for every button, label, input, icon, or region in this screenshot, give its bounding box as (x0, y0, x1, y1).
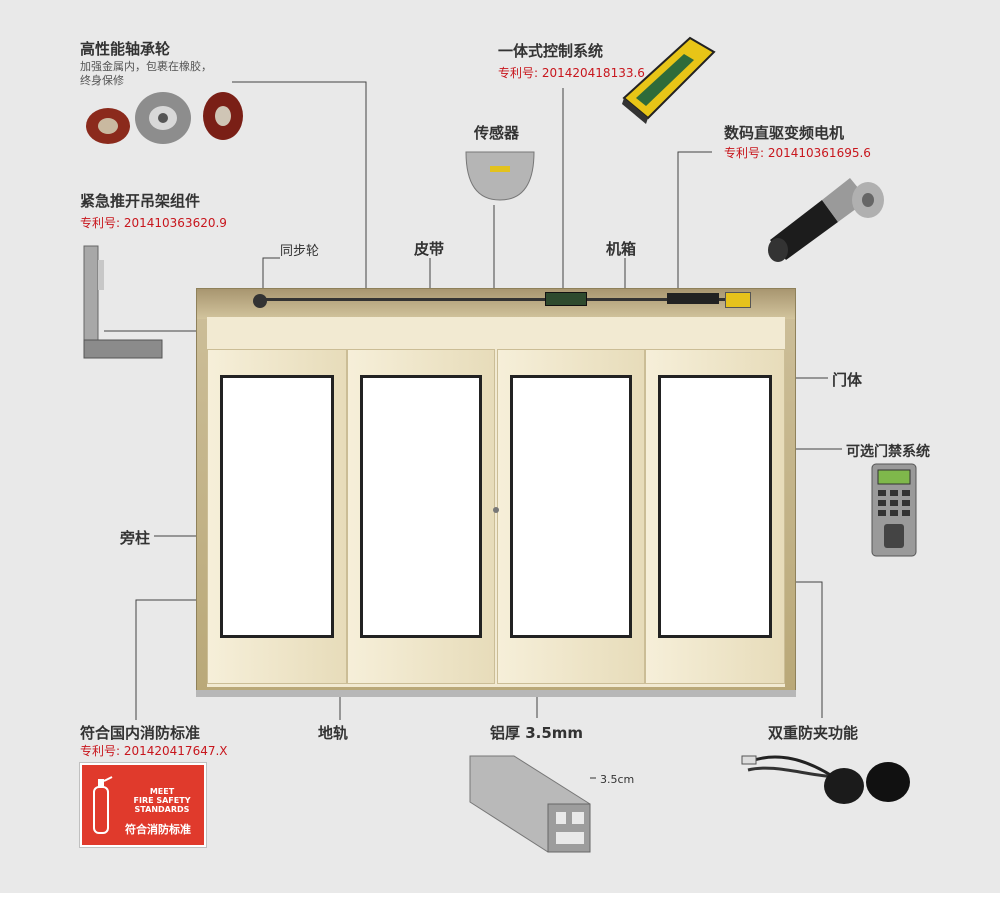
door-panel-left-fixed (207, 349, 347, 684)
side-post-label: 旁柱 (120, 529, 151, 547)
door-frame (196, 288, 796, 696)
bearing-title: 高性能轴承轮 (80, 40, 171, 58)
fire-extinguisher-icon (93, 776, 113, 834)
leader-sync (262, 257, 280, 300)
sync-wheel-label: 同步轮 (280, 244, 320, 259)
aluminum-profile-image (469, 755, 596, 853)
box-label: 机箱 (606, 240, 637, 258)
leader-antipinch (792, 581, 823, 718)
hanger-patent: 专利号: 201410363620.9 (80, 216, 227, 230)
fire-title: 符合国内消防标准 (80, 724, 201, 742)
belt-rail (257, 298, 737, 301)
door-panel-left-sliding (347, 349, 495, 684)
door-opening (207, 317, 785, 687)
glass-pane (658, 375, 772, 638)
fire-safety-sign: MEET FIRE SAFETY STANDARDS 符合消防标准 (80, 763, 206, 847)
glass-pane (510, 375, 632, 638)
anti-pinch-sensor-image (741, 755, 910, 804)
glass-pane (360, 375, 482, 638)
leader-motor (677, 151, 712, 295)
sign-line-1: MEET (149, 787, 175, 796)
access-control-image (871, 463, 917, 557)
header-beam (197, 289, 795, 319)
door-panel-right-sliding (497, 349, 645, 684)
glass-pane (220, 375, 334, 638)
sync-wheel-part (253, 294, 267, 308)
diagram-canvas: 高性能轴承轮 加强金属内，包裹在橡胶， 终身保修 一体式控制系统 专利号: 20… (0, 0, 1000, 893)
sign-cn: 符合消防标准 (125, 823, 191, 836)
yellow-module (725, 292, 751, 308)
leader-bearing (232, 81, 367, 318)
door-body-label: 门体 (832, 371, 863, 389)
page-bottom (0, 893, 1000, 912)
access-control-label: 可选门禁系统 (846, 444, 930, 460)
sign-line-3: STANDARDS (134, 805, 190, 814)
controller-image (622, 36, 716, 124)
ground-rail (196, 690, 796, 697)
sign-line-2: FIRE SAFETY (133, 796, 191, 805)
anti-pinch-label: 双重防夹功能 (768, 724, 859, 742)
ground-rail-label: 地轨 (318, 724, 349, 742)
bearing-wheel-image (86, 92, 243, 144)
profile-dimension: 3.5cm (600, 773, 635, 786)
motor-title: 数码直驱变频电机 (724, 124, 845, 142)
controller-part (545, 292, 587, 306)
hanger-image (83, 245, 163, 359)
belt-label: 皮带 (414, 240, 445, 258)
motor-patent: 专利号: 201410361695.6 (724, 146, 871, 160)
bearing-desc-1: 加强金属内，包裹在橡胶， (80, 60, 212, 73)
controller-patent: 专利号: 201420418133.6 (498, 66, 645, 80)
sensor-image (465, 151, 535, 201)
motor-part (667, 293, 719, 304)
fire-patent: 专利号: 201420417647.X (80, 744, 228, 758)
door-handle (493, 507, 499, 513)
motor-image (768, 178, 884, 262)
bearing-desc-2: 终身保修 (80, 74, 124, 87)
aluminum-label: 铝厚 3.5mm (490, 724, 584, 742)
sensor-title: 传感器 (474, 124, 520, 142)
controller-title: 一体式控制系统 (498, 42, 604, 60)
hanger-title: 紧急推开吊架组件 (80, 192, 201, 210)
door-panel-right-fixed (645, 349, 785, 684)
